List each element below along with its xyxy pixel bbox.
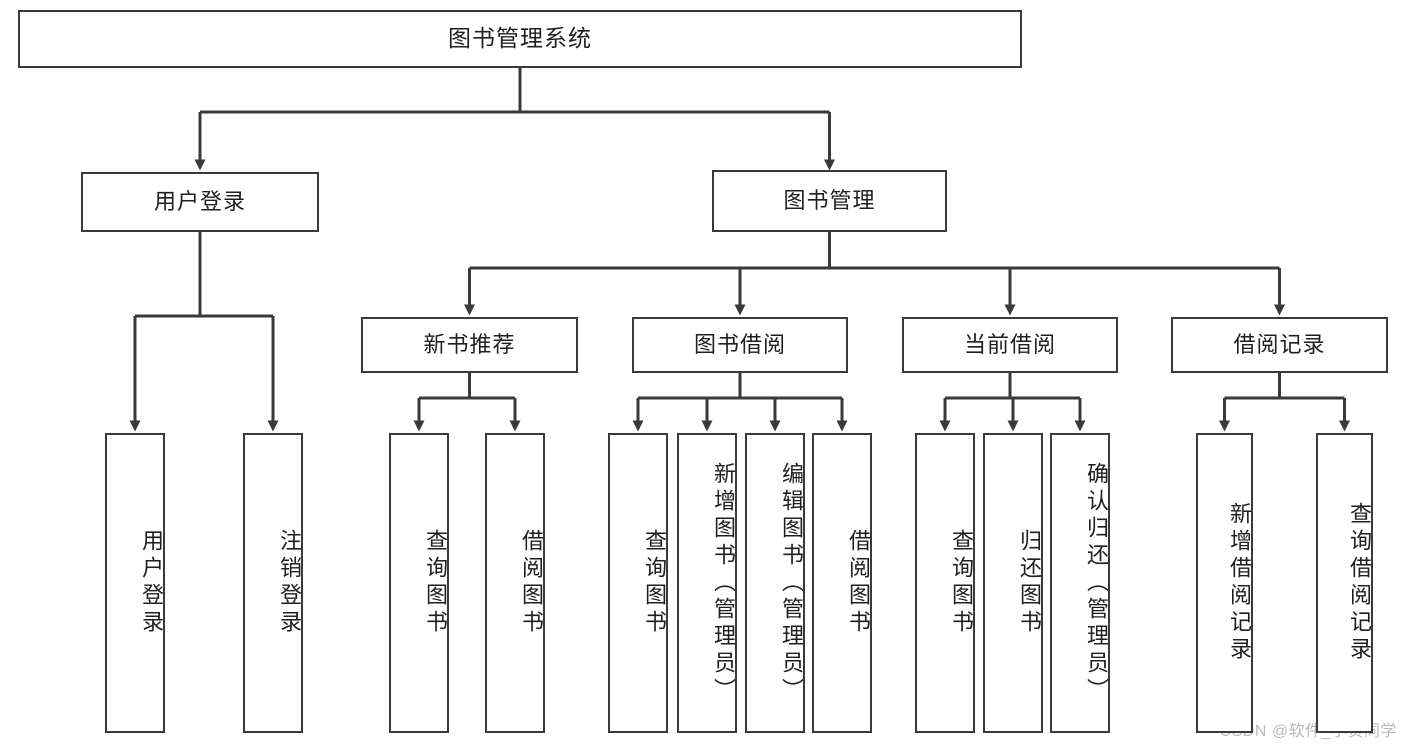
node-leaf-query-book-2: 查询图书	[608, 433, 668, 733]
node-label: 查询图书	[642, 529, 667, 637]
node-leaf-query-record: 查询借阅记录	[1316, 433, 1373, 733]
node-leaf-borrow-book-1: 借阅图书	[485, 433, 545, 733]
node-label: 确认归还（管理员）	[1084, 461, 1109, 705]
node-current-borrow: 当前借阅	[902, 317, 1118, 373]
node-label: 查询借阅记录	[1347, 502, 1372, 664]
node-label: 借阅记录	[1233, 331, 1326, 357]
node-leaf-add-record: 新增借阅记录	[1196, 433, 1253, 733]
node-leaf-user-login: 用户登录	[105, 433, 165, 733]
node-leaf-confirm-return: 确认归还（管理员）	[1050, 433, 1110, 733]
node-label: 用户登录	[139, 529, 164, 637]
node-label: 查询图书	[949, 529, 974, 637]
node-new-book-rec: 新书推荐	[361, 317, 578, 373]
node-label: 注销登录	[277, 529, 302, 637]
node-leaf-query-book-3: 查询图书	[915, 433, 975, 733]
node-borrow-record: 借阅记录	[1171, 317, 1388, 373]
node-label: 当前借阅	[963, 331, 1056, 357]
node-leaf-add-book: 新增图书（管理员）	[677, 433, 737, 733]
node-label: 新增图书（管理员）	[711, 461, 736, 705]
node-leaf-edit-book: 编辑图书（管理员）	[745, 433, 805, 733]
node-label: 图书管理系统	[448, 25, 592, 52]
node-label: 查询图书	[423, 529, 448, 637]
node-label: 新增借阅记录	[1227, 502, 1252, 664]
node-leaf-user-logout: 注销登录	[243, 433, 303, 733]
node-book-manage: 图书管理	[712, 170, 947, 232]
node-leaf-borrow-book-2: 借阅图书	[812, 433, 872, 733]
node-label: 归还图书	[1017, 529, 1042, 637]
node-label: 借阅图书	[846, 529, 871, 637]
node-label: 编辑图书（管理员）	[779, 461, 804, 705]
node-user-login: 用户登录	[81, 172, 319, 232]
node-leaf-query-book-1: 查询图书	[389, 433, 449, 733]
node-label: 用户登录	[153, 188, 246, 214]
node-book-borrow: 图书借阅	[632, 317, 848, 373]
node-leaf-return-book: 归还图书	[983, 433, 1043, 733]
node-root: 图书管理系统	[18, 10, 1022, 68]
node-label: 借阅图书	[519, 529, 544, 637]
node-label: 新书推荐	[423, 331, 516, 357]
node-label: 图书借阅	[693, 331, 786, 357]
node-label: 图书管理	[783, 187, 876, 213]
